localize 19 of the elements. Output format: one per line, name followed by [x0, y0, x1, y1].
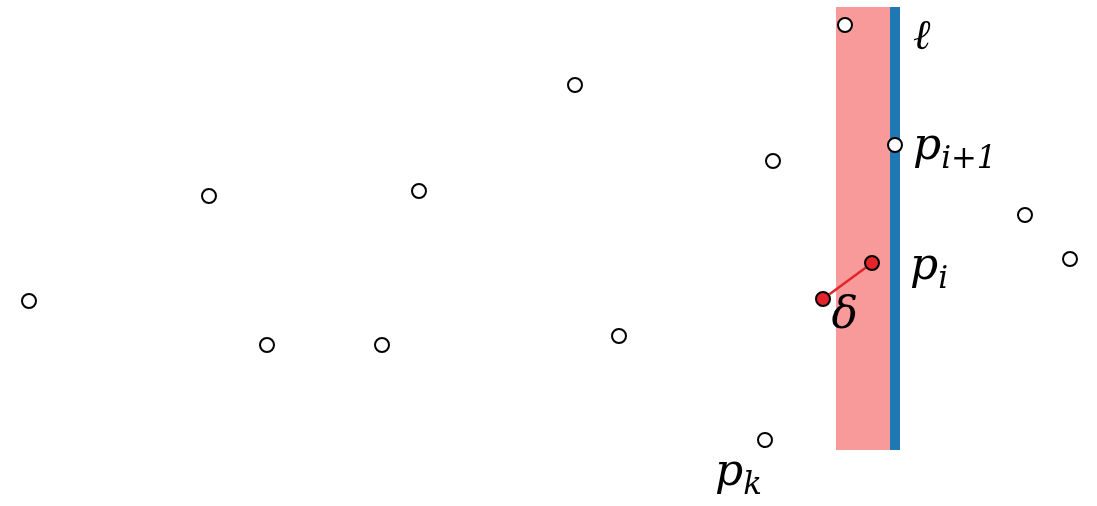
point	[1017, 207, 1033, 223]
point	[21, 293, 37, 309]
point	[887, 137, 903, 153]
edge-label: δ	[831, 291, 858, 335]
point	[757, 432, 773, 448]
connector-line	[828, 266, 867, 296]
point-label: p$_{k}$	[715, 448, 762, 500]
point-label: p$_{i}$	[910, 242, 949, 294]
point	[567, 77, 583, 93]
line-label: ℓ	[913, 14, 931, 56]
point	[611, 328, 627, 344]
point	[765, 153, 781, 169]
point	[815, 291, 831, 307]
point	[1062, 251, 1078, 267]
point	[411, 183, 427, 199]
point	[374, 337, 390, 353]
point	[259, 337, 275, 353]
point-label: p$_{i+1}$	[913, 122, 997, 174]
point	[201, 188, 217, 204]
